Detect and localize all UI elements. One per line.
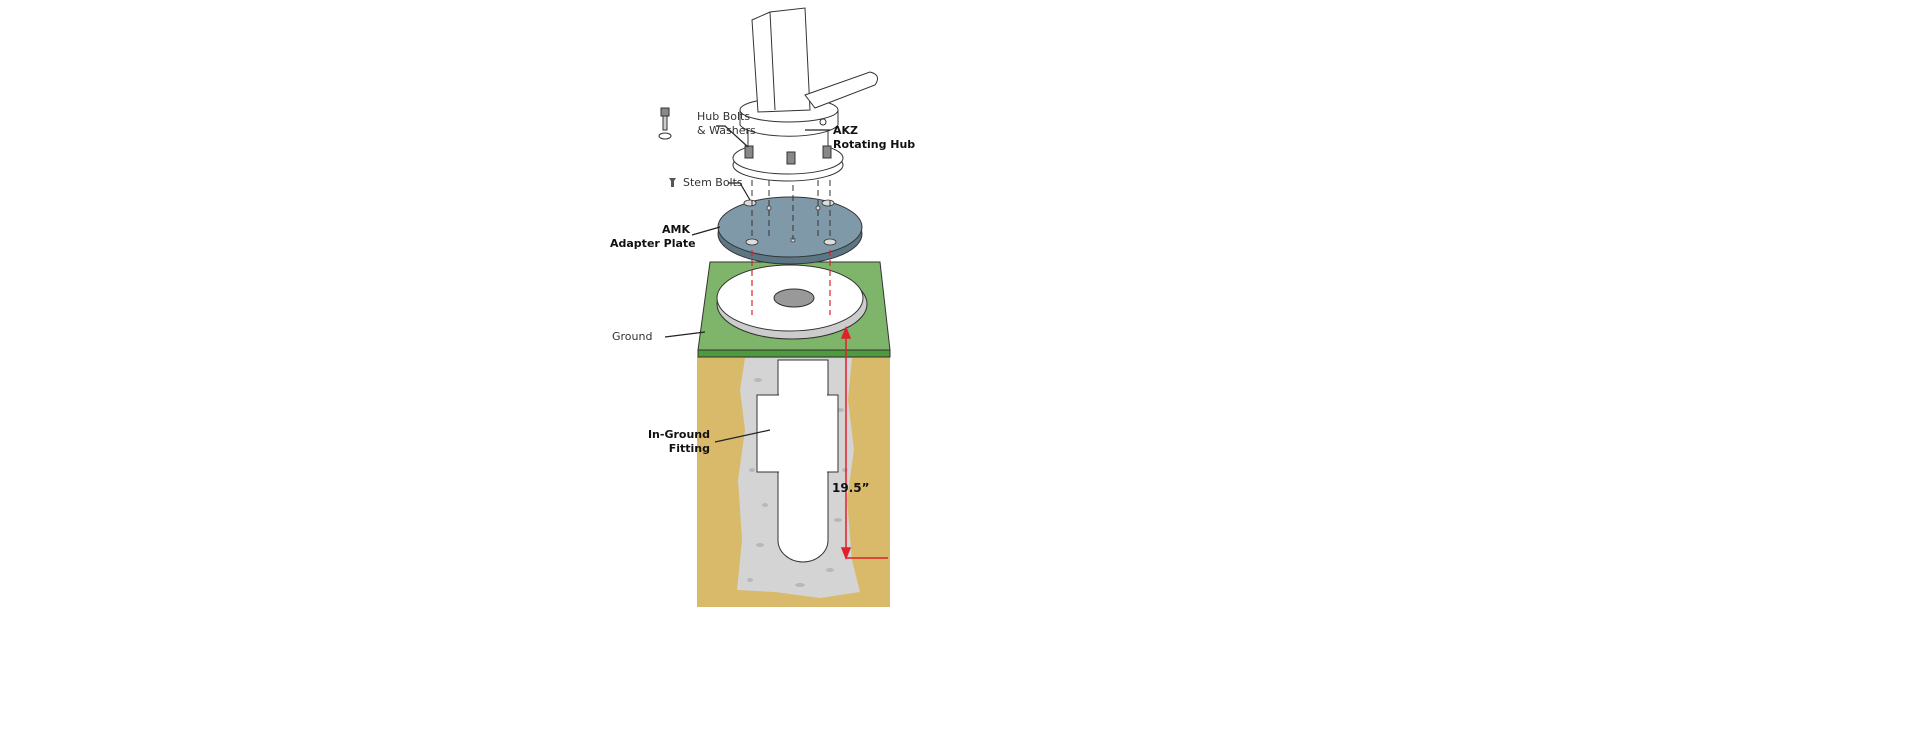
- concrete-aggregate: [747, 378, 848, 587]
- akz-rotating-hub: [732, 7, 879, 182]
- center-hole: [773, 288, 815, 308]
- stem-bolts-label: Stem Bolts: [683, 176, 743, 189]
- stem-bolt-icon: [669, 178, 676, 187]
- hub-bolt-washer-icon: [658, 107, 672, 140]
- alignment-lines-black: [751, 170, 831, 240]
- leader-lines: [664, 125, 830, 443]
- adapter-plate: [717, 196, 863, 258]
- depth-dimension-label: 19.5”: [832, 481, 870, 495]
- hub-bolts-label: Hub Bolts& Washers: [697, 110, 756, 137]
- ground-label: Ground: [612, 330, 653, 343]
- hub-bolts: [744, 145, 832, 165]
- adapter-plate-holes: [743, 199, 837, 246]
- depth-dimension: [840, 325, 888, 561]
- alignment-lines-red: [751, 250, 831, 315]
